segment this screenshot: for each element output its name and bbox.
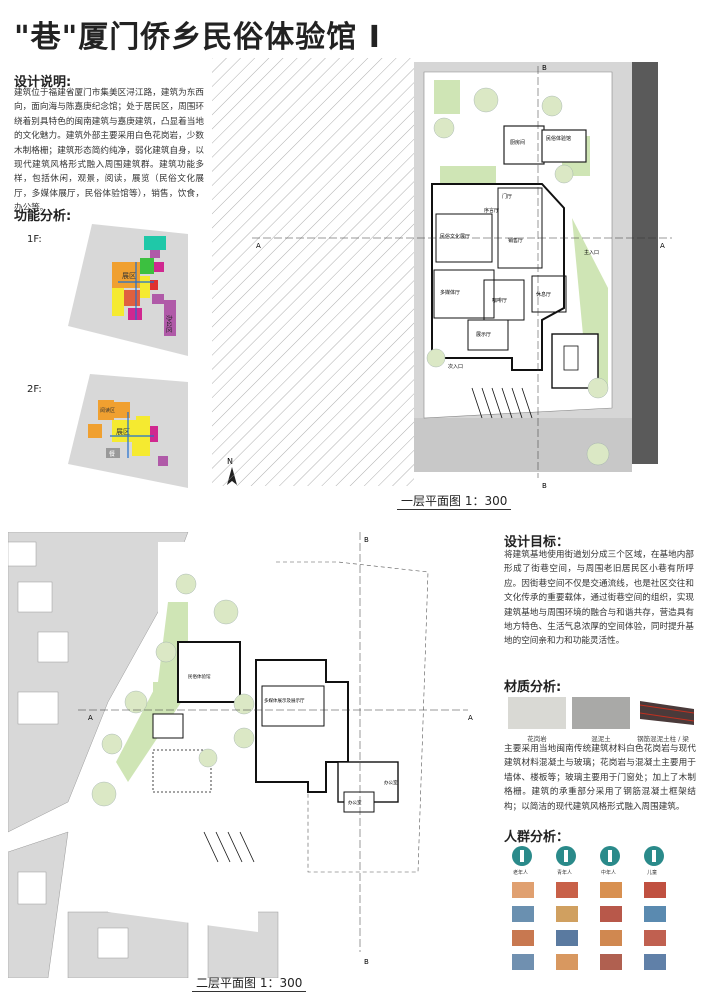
svg-text:多媒体厅: 多媒体厅 <box>440 289 460 296</box>
svg-text:A: A <box>256 242 261 250</box>
materials-heading: 材质分析: <box>504 680 562 695</box>
svg-text:门厅: 门厅 <box>502 193 512 200</box>
svg-text:厨房间: 厨房间 <box>510 139 525 146</box>
svg-text:展区: 展区 <box>116 428 130 436</box>
svg-text:青年人: 青年人 <box>557 869 572 876</box>
svg-text:儿童: 儿童 <box>647 869 657 876</box>
svg-text:休息厅: 休息厅 <box>536 291 551 298</box>
design-goal-text: 将建筑基地使用街道划分成三个区域，在基地内部形成了街巷空间，与周围老旧居民区小巷… <box>504 550 694 647</box>
zone-exhibit-label: 展区 <box>122 272 136 280</box>
svg-text:A: A <box>468 714 473 722</box>
svg-text:销售厅: 销售厅 <box>508 237 523 244</box>
page-title: "巷"厦门侨乡民俗体验馆 I <box>14 20 381 55</box>
function-analysis-heading: 功能分析: <box>14 209 72 224</box>
svg-text:展示厅: 展示厅 <box>476 332 491 338</box>
svg-text:B: B <box>364 958 369 966</box>
floor2-label: 2F: <box>27 384 42 395</box>
first-floor-caption: 一层平面图 1：300 <box>397 492 512 510</box>
svg-text:民俗体验馆: 民俗体验馆 <box>188 673 211 680</box>
svg-text:老年人: 老年人 <box>513 869 528 876</box>
function-diagram-1f: 展区 办公区 <box>68 224 188 356</box>
side-entrance-label: 次入口 <box>448 363 463 370</box>
zone-office-label: 办公区 <box>165 315 173 333</box>
crowd-heading: 人群分析： <box>504 830 570 845</box>
svg-text:咖啡厅: 咖啡厅 <box>492 297 507 304</box>
second-floor-caption: 二层平面图 1：300 <box>192 974 307 992</box>
svg-text:B: B <box>542 482 547 490</box>
crowd-icons: 老年人 青年人 中年人 儿童 <box>512 846 666 970</box>
materials-text: 主要采用当地闽南传统建筑材料白色花岗岩与现代建筑材料混凝土与玻璃；花岗岩与混凝土… <box>504 744 696 812</box>
svg-text:民俗文化展厅: 民俗文化展厅 <box>440 233 470 240</box>
concrete-swatch <box>572 697 630 729</box>
floor1-label: 1F: <box>27 234 42 245</box>
rebar-swatch <box>639 701 695 725</box>
svg-text:B: B <box>542 64 547 72</box>
svg-text:中年人: 中年人 <box>601 869 616 876</box>
second-floor-plan: 民俗体验馆 多媒体展示及展示厅 办公室 办公室 B B A A <box>8 532 478 978</box>
granite-swatch <box>508 697 566 729</box>
design-notes-text: 建筑位于福建省厦门市集美区浔江路，建筑为东西向，面向海与陈嘉庚纪念馆；处于居民区… <box>14 88 204 214</box>
main-entrance-label: 主入口 <box>584 249 599 256</box>
zone-2f-b-label: 餐 <box>109 450 115 458</box>
design-goal-heading: 设计目标： <box>504 535 570 550</box>
zone-2f-a-label: 阅读区 <box>100 407 115 414</box>
room-label: 民俗体验馆 <box>546 135 571 142</box>
svg-text:序言厅: 序言厅 <box>484 207 499 214</box>
design-notes-heading: 设计说明: <box>14 75 72 90</box>
svg-text:多媒体展示及展示厅: 多媒体展示及展示厅 <box>264 697 305 704</box>
svg-text:A: A <box>660 242 665 250</box>
first-floor-plan: 民俗体验馆 厨房间 序言厅 民俗文化展厅 销售厅 门厅 多媒体厅 咖啡厅 展示厅… <box>212 58 672 490</box>
svg-text:办公室: 办公室 <box>384 779 398 786</box>
svg-text:办公室: 办公室 <box>348 799 362 806</box>
svg-text:A: A <box>88 714 93 722</box>
function-diagram-2f: 阅读区 展区 餐 <box>68 374 188 488</box>
svg-text:B: B <box>364 536 369 544</box>
